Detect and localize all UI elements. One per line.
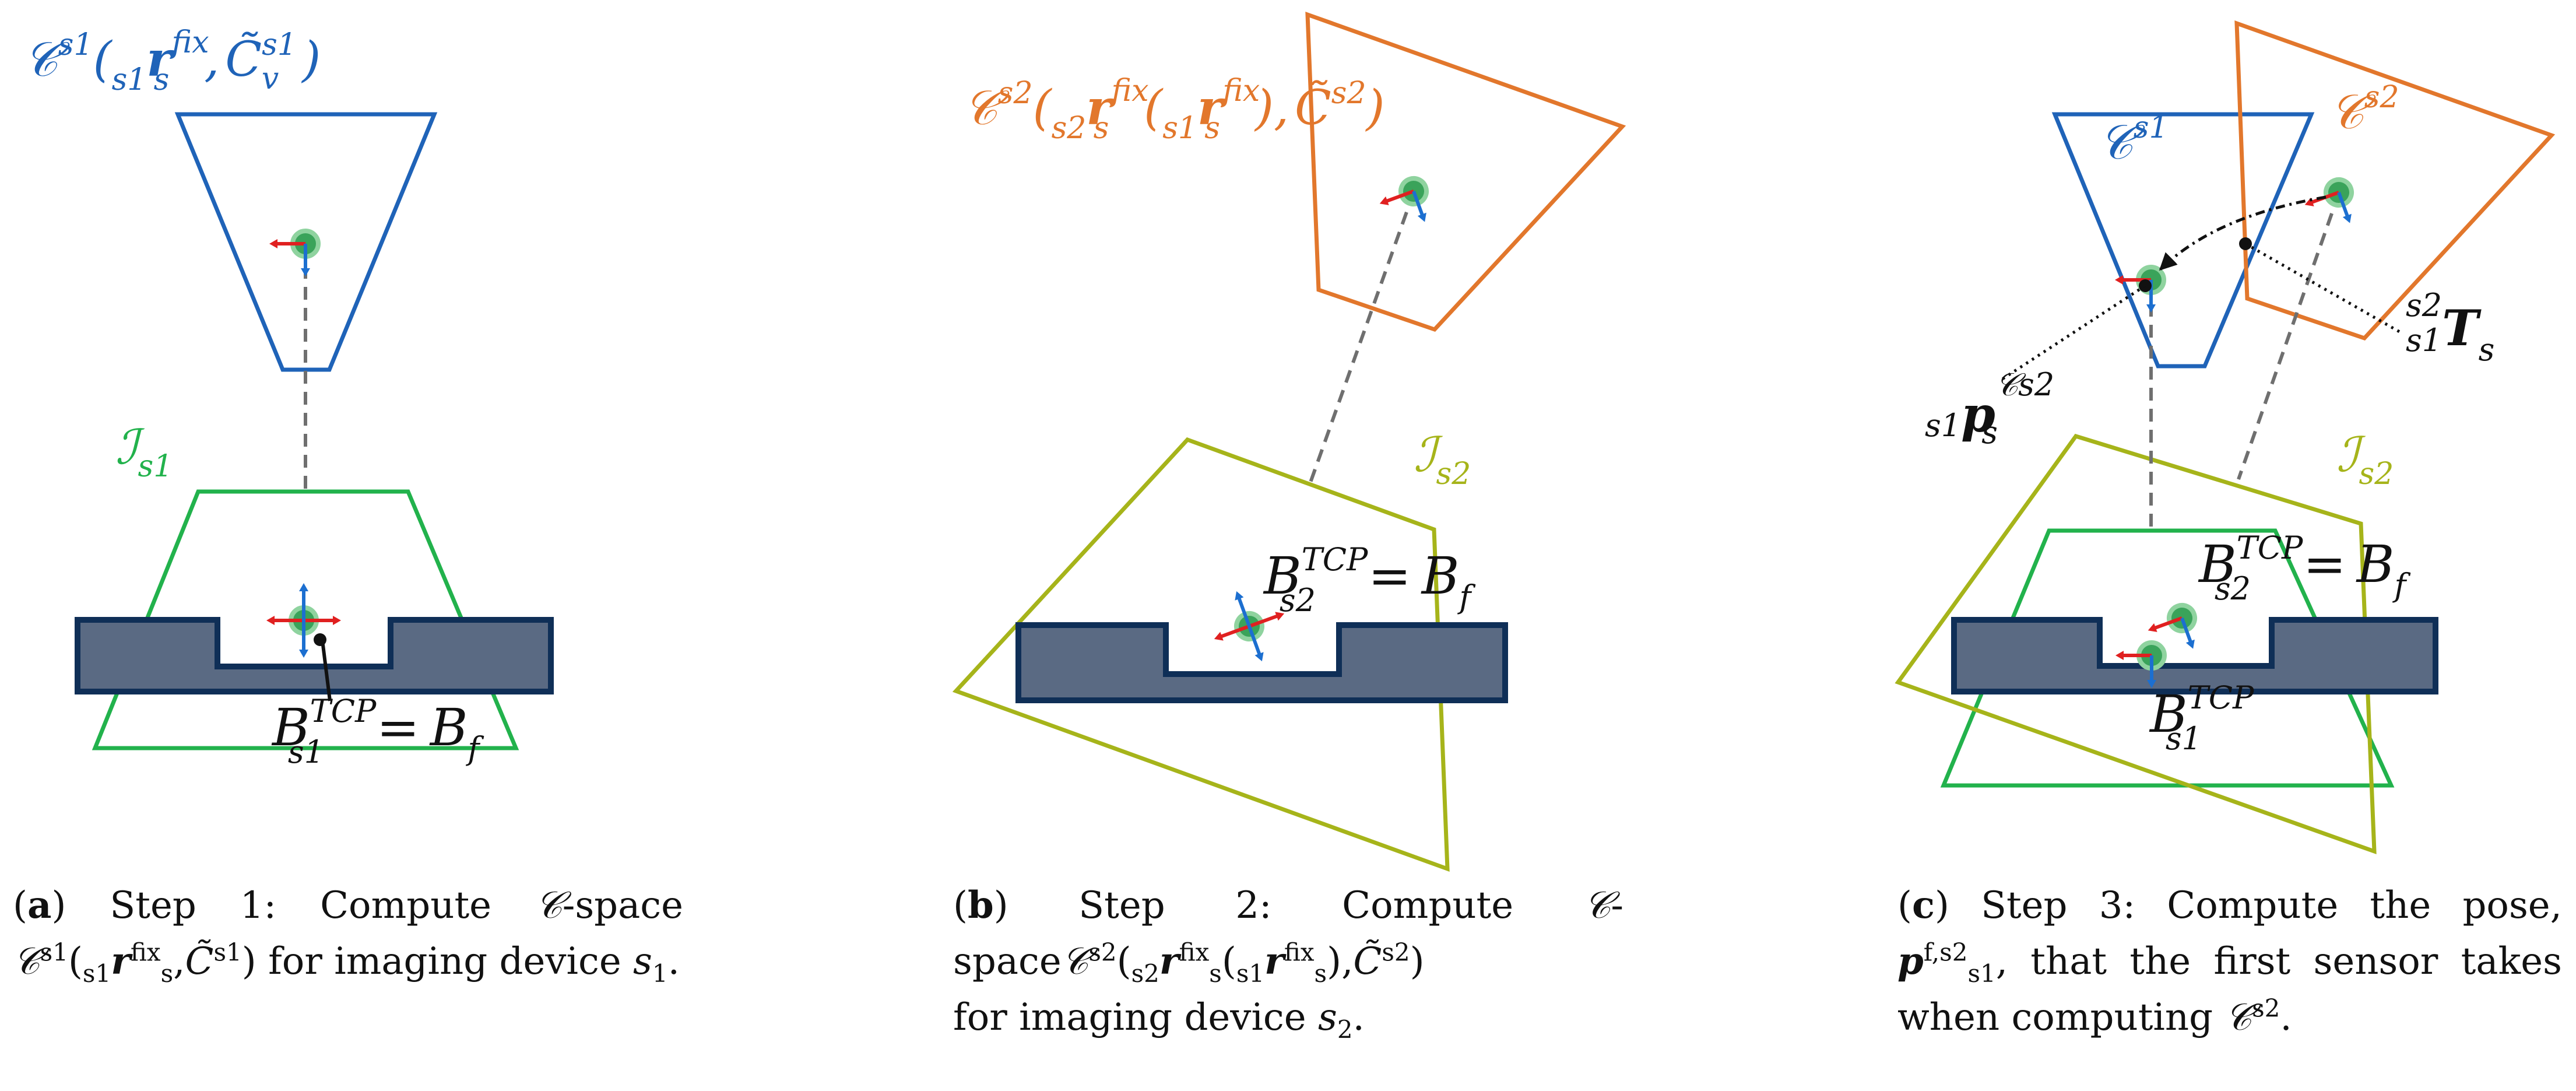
- pivot-dot-a: [314, 633, 326, 646]
- tcp-frame-a-icon: [266, 583, 341, 658]
- caption-c-tag: c: [1911, 883, 1935, 927]
- camera-1-frame-icon: [269, 231, 318, 276]
- camera-2-frame-icon: [1375, 175, 1437, 234]
- transform-arc: [2159, 195, 2327, 271]
- camera-2-frustum: [1305, 11, 1626, 332]
- view-axis-2: [1308, 191, 1415, 485]
- fov-2-label: ℐs2: [1414, 427, 1471, 492]
- cam-2c-label: 𝒞s2: [2329, 80, 2399, 140]
- pose-leader: [2001, 284, 2146, 381]
- workpiece-b: [1015, 622, 1508, 703]
- camera-1-frustum: [174, 112, 438, 372]
- tcp-pointer-a: [321, 640, 332, 701]
- caption-b: (b) Step 2: Compute 𝒞-space𝒞s2(s2rfixs(s…: [953, 883, 1623, 1044]
- workpiece-a: [75, 617, 554, 694]
- fov-1-label: ℐs1: [115, 420, 173, 484]
- caption-a-tag: a: [27, 883, 52, 927]
- camera-2c-frustum: [2234, 20, 2556, 341]
- fov-2c-label: ℐs2: [2336, 427, 2394, 492]
- camera-1c-frustum: [2051, 112, 2315, 369]
- transform-leader: [2244, 242, 2402, 334]
- camera-2c-frame-icon: [2300, 176, 2362, 236]
- fov-1c-region: [1940, 528, 2395, 788]
- fov-2-region: [952, 437, 1450, 872]
- caption-a: (a) Step 1: Compute 𝒞-space 𝒞s1(s1rfixs,…: [13, 883, 683, 988]
- fov-2c-region: [1895, 433, 2377, 855]
- view-axis-2c: [2237, 193, 2340, 480]
- caption-c: (c) Step 3: Compute the pose, pf,s2s1, t…: [1897, 883, 2562, 1039]
- workpiece-c: [1951, 617, 2438, 694]
- caption-b-tag: b: [967, 883, 994, 927]
- cam-1c-label: 𝒞s1: [2099, 110, 2169, 170]
